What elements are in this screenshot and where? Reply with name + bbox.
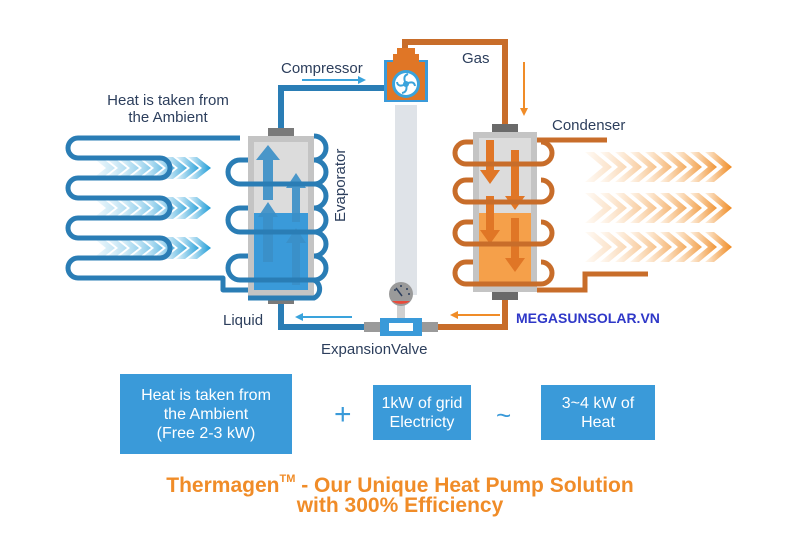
chevron-arrow-icon	[104, 157, 127, 179]
chevron-arrow-icon	[116, 157, 139, 179]
chevron-arrow-icon	[690, 232, 717, 262]
headline-rest: - Our Unique Heat Pump Solution	[295, 474, 634, 497]
hot-air-chevrons	[585, 152, 732, 262]
liquid-label: Liquid	[223, 312, 264, 329]
chevron-arrow-icon	[615, 152, 642, 182]
heat-output-line2: Heat	[581, 413, 615, 431]
chevron-arrow-icon	[630, 152, 657, 182]
chevron-arrow-icon	[690, 152, 717, 182]
product-name: Thermagen	[166, 474, 280, 497]
chevron-arrow-icon	[600, 232, 627, 262]
heat-output-line1: 3~4 kW of	[561, 394, 635, 412]
compressor-label: Compressor	[281, 60, 363, 77]
headline-line2: with 300% Efficiency	[296, 494, 504, 517]
chevron-arrow-icon	[585, 232, 612, 262]
chevron-arrow-icon	[140, 157, 163, 179]
chevron-arrow-icon	[615, 193, 642, 223]
chevron-arrow-icon	[92, 157, 115, 179]
chevron-arrow-icon	[188, 157, 211, 179]
chevron-arrow-icon	[705, 232, 732, 262]
chevron-arrow-icon	[660, 193, 687, 223]
suction-pipe	[278, 85, 388, 128]
chevron-arrow-icon	[104, 197, 127, 219]
ambient-heat-line2: the Ambient	[163, 405, 249, 423]
ambient-label: Heat is taken from the Ambient	[88, 92, 248, 126]
condenser-label: Condenser	[552, 117, 626, 134]
chevron-arrow-icon	[140, 237, 163, 259]
plus-sign: +	[334, 398, 352, 431]
chevron-arrow-icon	[128, 237, 151, 259]
gas-flow-arrow	[520, 62, 528, 116]
ambient-coil	[65, 135, 248, 293]
chevron-arrow-icon	[675, 193, 702, 223]
chevron-arrow-icon	[660, 152, 687, 182]
chevron-arrow-icon	[104, 237, 127, 259]
grid-electricity-line1: 1kW of grid	[381, 394, 463, 412]
ambient-label-line2: the Ambient	[128, 109, 208, 126]
chevron-arrow-icon	[645, 232, 672, 262]
heat-output-box: 3~4 kW of Heat	[541, 385, 655, 440]
chevron-arrow-icon	[164, 157, 187, 179]
expansion-valve	[364, 282, 438, 336]
chevron-arrow-icon	[585, 152, 612, 182]
return-pipe-hot	[428, 300, 508, 330]
chevron-arrow-icon	[164, 197, 187, 219]
chevron-arrow-icon	[645, 193, 672, 223]
liquid-pipe	[278, 304, 372, 330]
expansion-valve-label: ExpansionValve	[321, 341, 428, 358]
liquid-flow-arrow	[295, 313, 352, 321]
compressor	[384, 48, 428, 102]
chevron-arrow-icon	[600, 152, 627, 182]
headline-line1: ThermagenTM - Our Unique Heat Pump Solut…	[0, 466, 800, 499]
chevron-arrow-icon	[188, 197, 211, 219]
evaporator-coil	[225, 133, 329, 301]
chevron-arrow-icon	[630, 232, 657, 262]
return-flow-arrow	[450, 311, 500, 319]
chevron-arrow-icon	[675, 232, 702, 262]
brand-watermark: MEGASUNSOLAR.VN	[516, 310, 660, 326]
chevron-arrow-icon	[176, 197, 199, 219]
chevron-arrow-icon	[690, 193, 717, 223]
chevron-arrow-icon	[705, 152, 732, 182]
chevron-arrow-icon	[128, 157, 151, 179]
gas-label: Gas	[462, 50, 490, 67]
chevron-arrow-icon	[116, 237, 139, 259]
gas-pipe	[402, 39, 508, 128]
chevron-arrow-icon	[645, 152, 672, 182]
grid-electricity-line2: Electricty	[389, 413, 455, 431]
chevron-arrow-icon	[140, 197, 163, 219]
grid-electricity-box: 1kW of grid Electricty	[373, 385, 471, 440]
center-column	[395, 105, 417, 295]
chevron-arrow-icon	[188, 237, 211, 259]
ambient-heat-line1: Heat is taken from	[141, 386, 271, 404]
ambient-heat-line3: (Free 2-3 kW)	[156, 424, 256, 442]
chevron-arrow-icon	[164, 237, 187, 259]
chevron-arrow-icon	[675, 152, 702, 182]
chevron-arrow-icon	[92, 237, 115, 259]
ambient-label-line1: Heat is taken from	[107, 92, 229, 109]
chevron-arrow-icon	[176, 157, 199, 179]
chevron-arrow-icon	[92, 197, 115, 219]
approx-sign: ~	[496, 400, 512, 430]
condenser-coil	[452, 137, 648, 293]
condenser-tank	[473, 124, 537, 300]
cold-air-chevrons	[92, 157, 211, 259]
chevron-arrow-icon	[116, 197, 139, 219]
evaporator-label: Evaporator	[332, 148, 349, 222]
chevron-arrow-icon	[705, 193, 732, 223]
chevron-arrow-icon	[585, 193, 612, 223]
chevron-arrow-icon	[600, 193, 627, 223]
trademark-mark: TM	[279, 473, 296, 485]
chevron-arrow-icon	[128, 197, 151, 219]
ambient-heat-box: Heat is taken from the Ambient (Free 2-3…	[120, 374, 292, 454]
chevron-arrow-icon	[660, 232, 687, 262]
chevron-arrow-icon	[630, 193, 657, 223]
chevron-arrow-icon	[615, 232, 642, 262]
chevron-arrow-icon	[176, 237, 199, 259]
compressor-flow-arrow	[302, 76, 366, 84]
